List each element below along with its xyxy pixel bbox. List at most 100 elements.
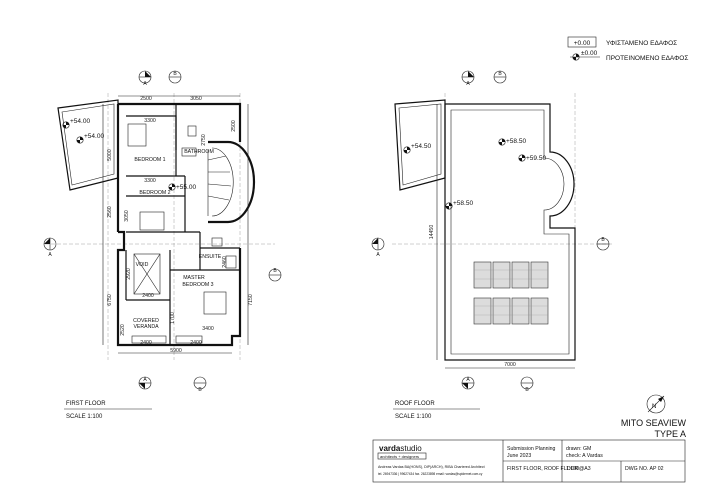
roof-outline <box>444 103 576 361</box>
room-label-master-bedroom: BEDROOM 3 <box>182 282 213 288</box>
dim: 3050 <box>190 96 202 102</box>
proposed-level-label: ±0.00 <box>581 50 598 57</box>
room-label-master: MASTER <box>183 275 205 281</box>
svg-text:B: B <box>498 71 502 77</box>
sheet-title: FIRST FLOOR, ROOF FLOOR <box>507 466 579 472</box>
section-marker-a: A <box>461 70 475 87</box>
svg-text:B: B <box>273 268 277 274</box>
svg-text:N: N <box>652 404 656 410</box>
svg-text:+54.50: +54.50 <box>411 143 431 150</box>
dim: 5000 <box>107 149 113 161</box>
svg-text:+58.50: +58.50 <box>506 138 526 145</box>
firm-address: Andreas Vardas BA(HONS), DIP(ARCH), RIBA… <box>378 465 485 469</box>
room-label-ensuite: ENSUITE <box>199 254 222 260</box>
firm-name-bold: varda <box>379 444 401 453</box>
section-marker-b: B <box>168 70 182 84</box>
svg-text:B: B <box>173 71 177 77</box>
room-label-bedroom-1: BEDROOM 1 <box>134 157 165 163</box>
existing-level-label: +0.00 <box>574 40 591 47</box>
svg-text:B: B <box>198 387 202 393</box>
dim: 2560 <box>107 206 113 218</box>
bed-1 <box>127 123 147 147</box>
balcony-outline <box>57 99 119 191</box>
svg-text:+54.00: +54.00 <box>70 118 90 125</box>
roof-height-dim: 14450 <box>429 225 435 240</box>
dim: 7150 <box>248 294 254 306</box>
svg-text:+58.50: +58.50 <box>453 200 473 207</box>
dim: 6750 <box>107 294 113 306</box>
proposed-level-icon <box>570 53 600 61</box>
first-floor-plan: 2500 3050 3300 3300 5000 2560 2750 3050 … <box>43 70 282 420</box>
firm-name-rest: studio <box>400 444 422 453</box>
svg-text:vardastudio: vardastudio <box>379 444 422 453</box>
svg-text:A: A <box>376 252 380 258</box>
section-marker-b: B <box>493 70 507 84</box>
title-block: vardastudio architects + designers Andre… <box>372 439 686 483</box>
project-type: TYPE A <box>654 429 686 439</box>
level-marker: +59.50 <box>518 154 546 162</box>
dim: 2520 <box>120 324 126 336</box>
section-marker-a: A <box>138 70 152 87</box>
svg-text:B: B <box>525 387 529 393</box>
dim: 2460 <box>222 256 228 268</box>
dim: 1700 <box>170 312 176 324</box>
bed-2 <box>139 211 165 231</box>
firm-contact: tel. 26947336 | 99627434 fax. 26223898 e… <box>378 472 483 476</box>
dim: 2400 <box>142 293 154 299</box>
date: June 2023 <box>507 453 531 459</box>
firm-subtitle: architects + designers <box>380 454 419 459</box>
level-marker: +58.50 <box>445 200 473 210</box>
room-label-bathroom: BATHROOM <box>184 149 214 155</box>
bed-3 <box>203 291 227 315</box>
svg-text:A: A <box>466 81 470 87</box>
section-marker-a: A <box>43 237 57 258</box>
drawing-number: DWG NO. AP 02 <box>625 466 664 472</box>
proposed-ground-text: ΠΡΟΤΕΙΝΟΜΕΝΟ ΕΔΑΦΟΣ <box>606 55 688 62</box>
dim: 3300 <box>144 118 156 124</box>
room-label-veranda: VERANDA <box>133 324 159 330</box>
north-arrow-icon: N <box>646 394 666 414</box>
level-marker: +54.00 <box>62 118 90 129</box>
section-marker-b: B <box>520 376 534 393</box>
roof-floor-plan: 7000 14450 +54.50 +58.50 +59.50 +58.50 A <box>371 70 612 420</box>
level-marker: +55.00 <box>168 183 196 191</box>
drawn-by: drawn: GM <box>566 446 591 452</box>
stage: Submission Planning <box>507 446 556 452</box>
project-name: MITO SEAVIEW <box>621 418 687 428</box>
room-label-covered: COVERED <box>133 318 159 324</box>
sheet-scale: 1:100@A3 <box>566 466 591 472</box>
first-floor-scale: SCALE 1:100 <box>66 414 103 420</box>
dim: 2500 <box>231 120 237 132</box>
roof-floor-scale: SCALE 1:100 <box>395 414 432 420</box>
section-marker-a: A <box>461 376 475 390</box>
dim: 2750 <box>201 134 207 146</box>
svg-text:A: A <box>143 81 147 87</box>
section-marker-b: B <box>268 268 282 282</box>
existing-ground-text: ΥΦΙΣΤΑΜΕΝΟ ΕΔΑΦΟΣ <box>606 40 677 47</box>
dim: 2500 <box>140 96 152 102</box>
legend: +0.00 ΥΦΙΣΤΑΜΕΝΟ ΕΔΑΦΟΣ ±0.00 ΠΡΟΤΕΙΝΟΜΕ… <box>567 36 688 62</box>
dim: 2920 <box>126 268 132 280</box>
void-outline <box>133 253 161 295</box>
level-marker: +58.50 <box>498 138 526 146</box>
section-marker-b: B <box>193 376 207 393</box>
dim: 2400 <box>190 340 202 346</box>
level-marker: +54.50 <box>403 143 431 154</box>
svg-text:B: B <box>601 237 605 243</box>
svg-text:+54.00: +54.00 <box>84 133 104 140</box>
dim: 3300 <box>144 178 156 184</box>
first-floor-title: FIRST FLOOR <box>66 401 106 407</box>
svg-text:+59.50: +59.50 <box>526 155 546 162</box>
svg-text:+55.00: +55.00 <box>176 184 196 191</box>
dim: 3050 <box>124 210 130 222</box>
section-marker-b: B <box>596 237 610 251</box>
level-marker: +54.00 <box>76 133 104 144</box>
room-label-void: VOID <box>136 262 149 268</box>
existing-level-box <box>567 36 597 48</box>
dim: 3400 <box>202 326 214 332</box>
svg-text:A: A <box>48 252 52 258</box>
roof-floor-title: ROOF FLOOR <box>395 401 435 407</box>
dim: 2400 <box>140 340 152 346</box>
room-label-bedroom-2: BEDROOM 2 <box>139 190 170 196</box>
